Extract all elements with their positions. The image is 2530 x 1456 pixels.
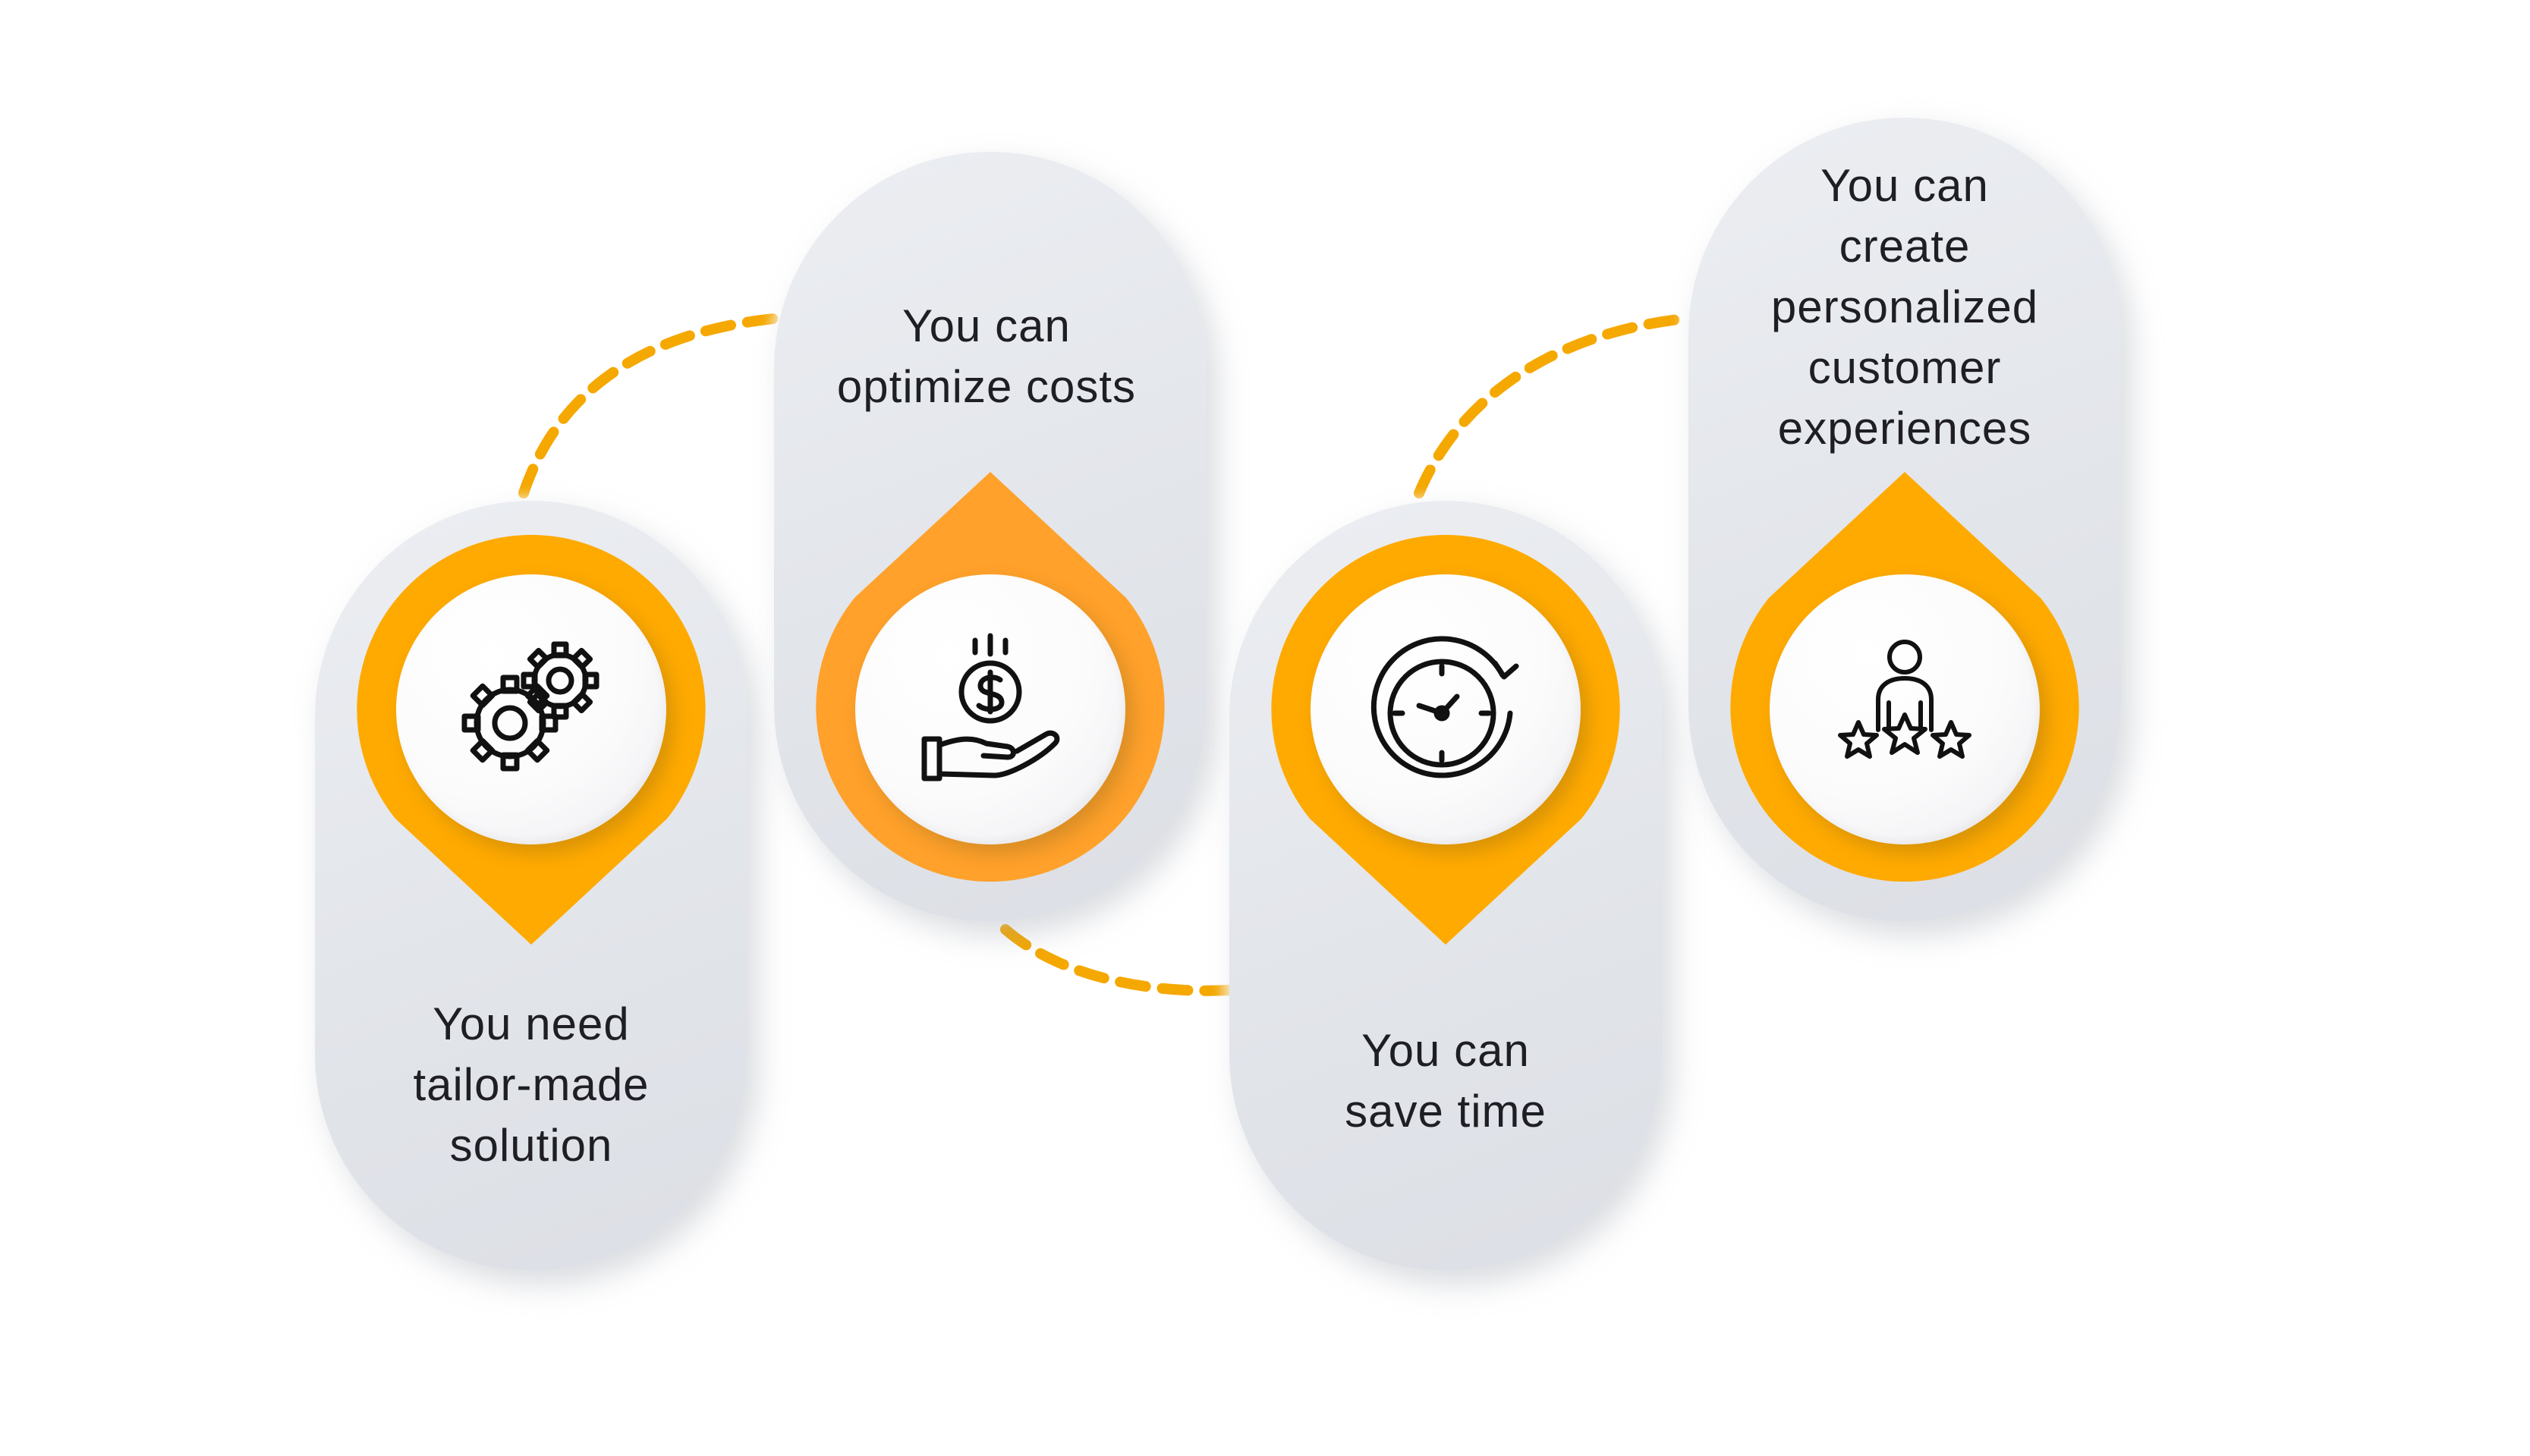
label-line: tailor-made [413, 1059, 650, 1110]
clock-icon [1370, 636, 1519, 778]
money-hand-icon [921, 633, 1060, 781]
icon-disc [396, 574, 666, 844]
step-3-badge [1271, 535, 1620, 975]
step-2-badge [816, 472, 1165, 912]
label-line: You can [1820, 160, 1989, 211]
connector-2-3 [1000, 924, 1235, 996]
icon-disc [855, 574, 1125, 844]
step-1-badge [357, 535, 706, 975]
connector-1-2 [518, 313, 779, 498]
step-2-label: You can optimize costs [789, 296, 1184, 417]
label-line: solution [449, 1120, 613, 1171]
person-rating-icon [1838, 640, 1971, 759]
label-line: experiences [1777, 403, 2032, 454]
label-line: personalized [1770, 281, 2039, 332]
step-4-badge [1730, 472, 2079, 912]
gears-icon [461, 641, 599, 772]
step-4-label: You can create personalized customer exp… [1707, 156, 2102, 459]
label-line: You can [1361, 1025, 1530, 1076]
step-3-label: You can save time [1248, 1020, 1643, 1142]
label-line: You can [902, 300, 1071, 351]
label-line: customer [1808, 342, 2002, 393]
label-line: create [1839, 221, 1971, 272]
label-line: optimize costs [836, 361, 1137, 412]
icon-disc [1311, 574, 1581, 844]
label-line: save time [1345, 1086, 1547, 1137]
step-1-label: You need tailor-made solution [334, 994, 728, 1176]
icon-disc [1770, 574, 2040, 844]
label-line: You need [433, 998, 630, 1049]
connector-3-4 [1414, 313, 1690, 498]
